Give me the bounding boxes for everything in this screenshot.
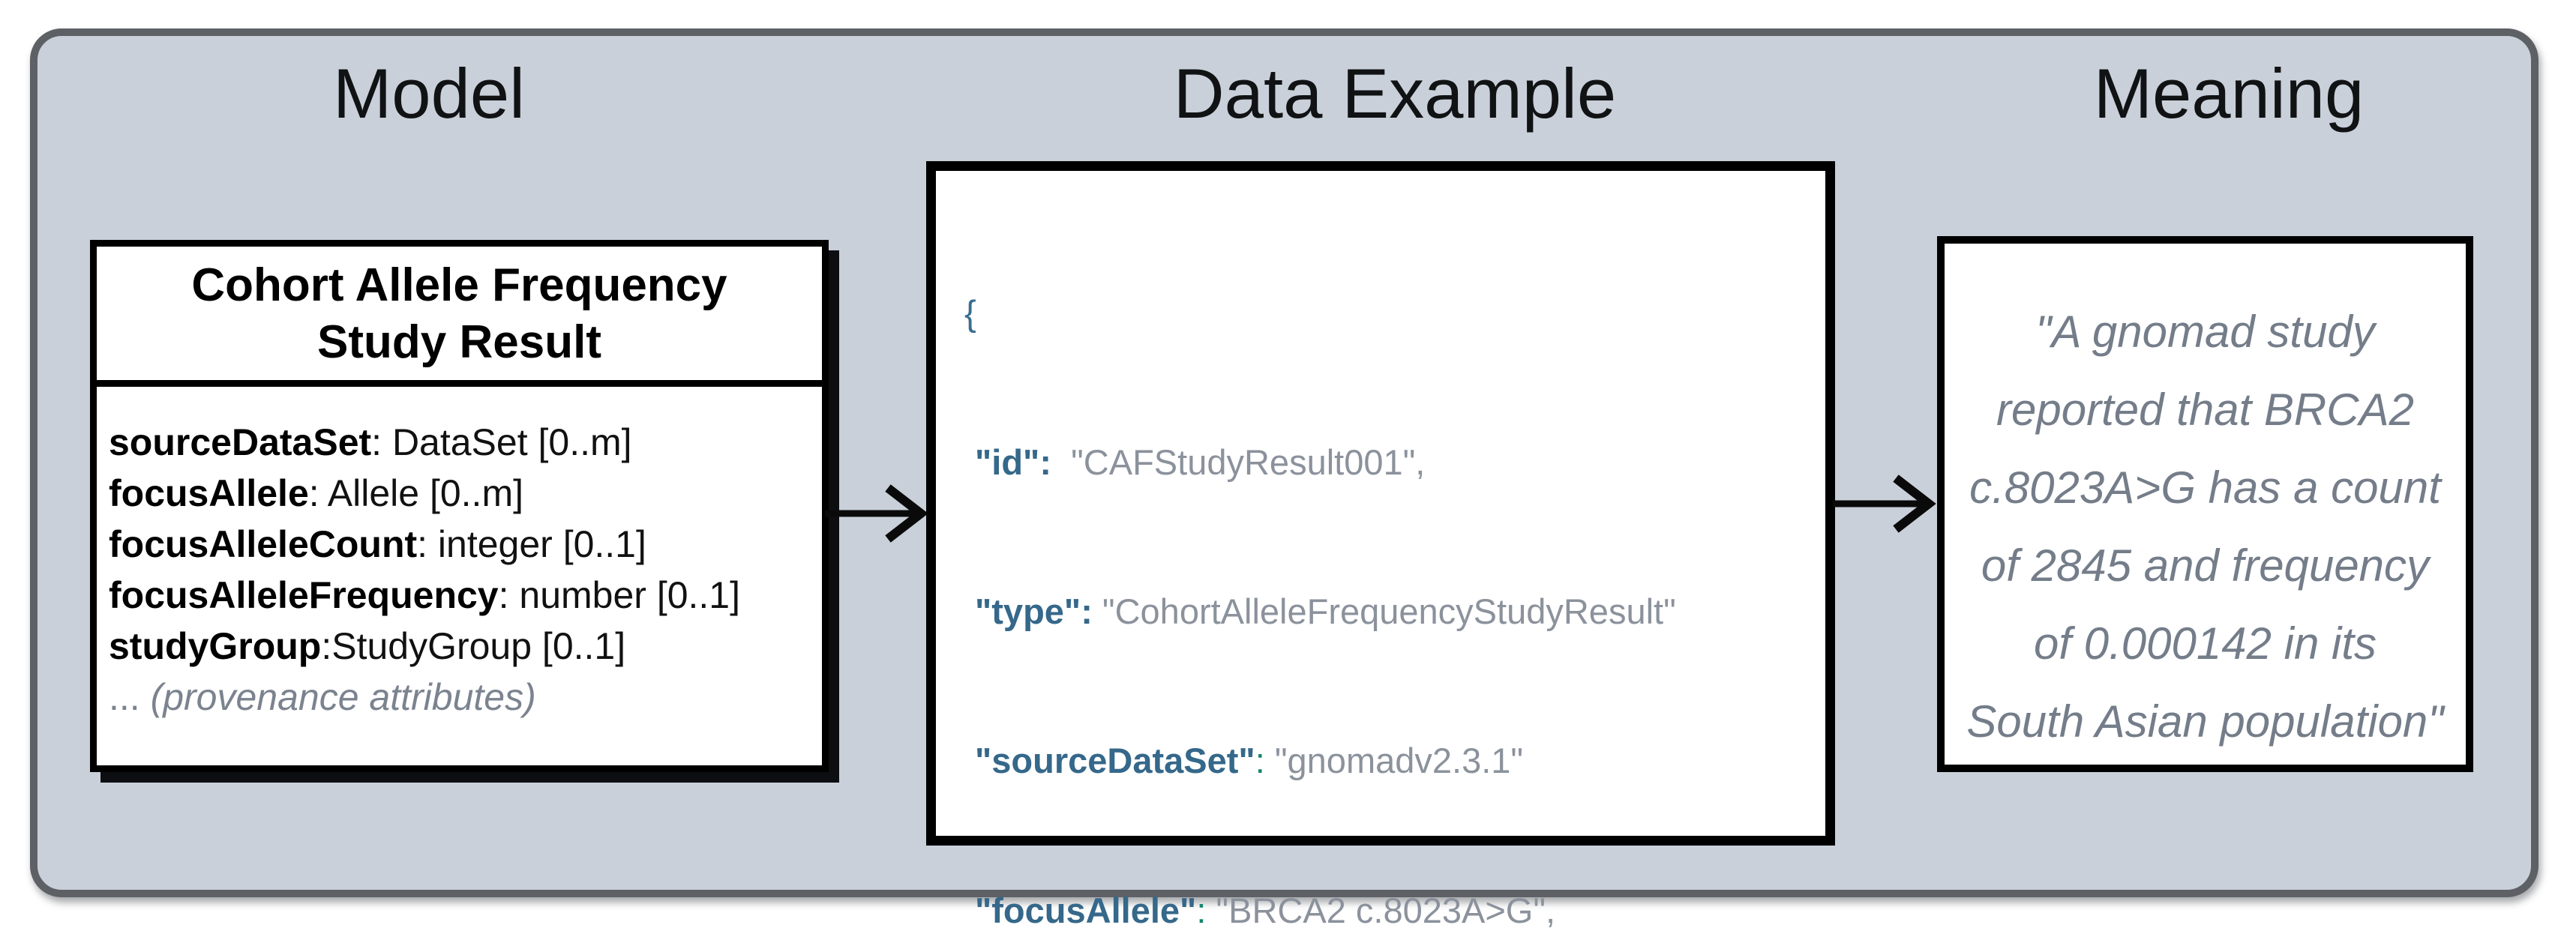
model-class-title: Cohort Allele Frequency Study Result (97, 247, 822, 387)
model-class-title-line2: Study Result (317, 316, 601, 368)
meaning-line: South Asian population" (1966, 696, 2444, 747)
meaning-text: "A gnomad study reported that BRCA2 c.80… (1945, 244, 2466, 761)
code-line: "id": "CAFStudyResult001", (975, 442, 1426, 483)
meaning-line: of 0.000142 in its (2033, 618, 2377, 669)
model-attribute-focusAlleleFrequency: focusAlleleFrequency: number [0..1] (109, 574, 740, 616)
model-provenance-note: ... (provenance attributes) (109, 676, 536, 718)
arrow-model-to-data (825, 484, 928, 543)
code-line: { (964, 292, 976, 333)
arrow-data-to-meaning (1833, 474, 1936, 533)
model-class-title-line1: Cohort Allele Frequency (191, 259, 727, 311)
model-class-box: Cohort Allele Frequency Study Result sou… (90, 240, 829, 772)
code-line: "focusAllele": "BRCA2 c.8023A>G", (975, 890, 1556, 928)
code-line: "sourceDataSet": "gnomadv2.3.1" (975, 741, 1524, 781)
code-line: "type": "CohortAlleleFrequencyStudyResul… (975, 591, 1676, 632)
meaning-line: "A gnomad study (2035, 307, 2375, 357)
column-heading-data-example: Data Example (1173, 54, 1617, 133)
column-heading-meaning: Meaning (2093, 54, 2365, 133)
meaning-line: of 2845 and frequency (1981, 540, 2430, 591)
meaning-line: c.8023A>G has a count (1969, 463, 2441, 513)
model-attribute-studyGroup: studyGroup:StudyGroup [0..1] (109, 625, 626, 667)
model-attribute-list: sourceDataSet: DataSet [0..m] focusAllel… (97, 387, 822, 723)
model-attribute-focusAlleleCount: focusAlleleCount: integer [0..1] (109, 523, 646, 565)
data-example-box: { "id": "CAFStudyResult001", "type": "Co… (926, 161, 1835, 928)
model-attribute-sourceDataSet: sourceDataSet: DataSet [0..m] (109, 421, 632, 463)
meaning-box: "A gnomad study reported that BRCA2 c.80… (1937, 236, 2473, 772)
meaning-line: reported that BRCA2 (1996, 385, 2414, 435)
json-code: { "id": "CAFStudyResult001", "type": "Co… (964, 189, 1821, 928)
model-attribute-focusAllele: focusAllele: Allele [0..m] (109, 472, 523, 514)
column-heading-model: Model (332, 54, 526, 133)
